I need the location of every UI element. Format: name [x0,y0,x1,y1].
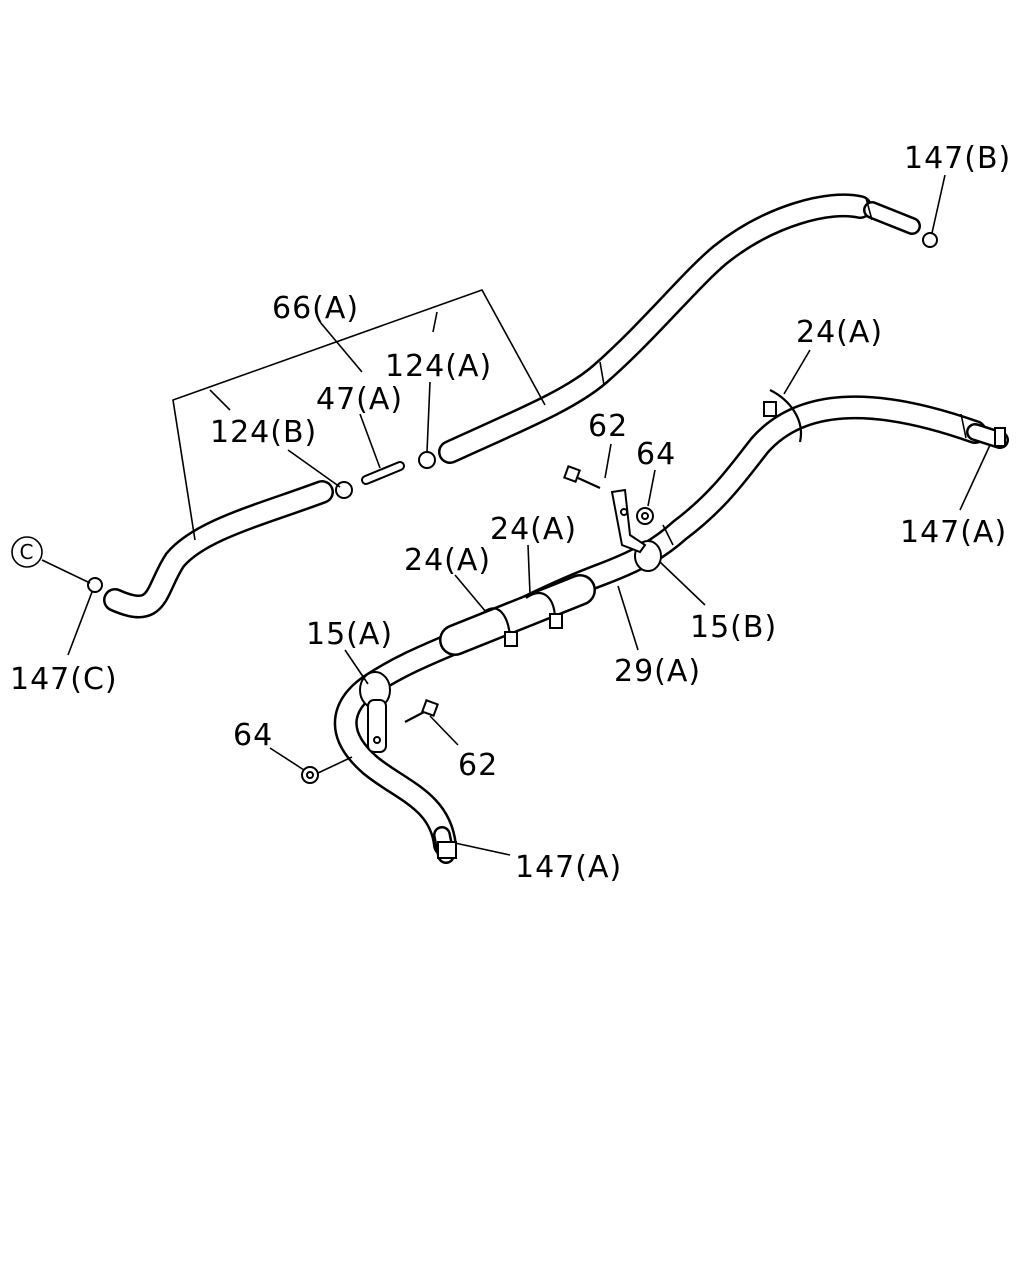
callout-147C: 147(C) [10,662,118,697]
clamp-15B [610,488,662,572]
bolt-62-top [563,465,601,490]
clip-147A-right [994,427,1006,447]
callout-64-bottom: 64 [233,718,273,753]
clip-147B [922,232,938,248]
callout-15B: 15(B) [690,610,777,645]
callout-24A-mid-left: 24(A) [404,543,491,578]
left-hose [103,480,334,619]
clamp-24A-2 [525,592,563,629]
bolt-62-bottom [404,699,439,723]
callout-62-bottom: 62 [458,748,498,783]
callout-64-top: 64 [636,437,676,472]
circle-c-label: C [20,540,35,564]
main-hose [333,395,1009,864]
clamp-24A-1 [483,607,518,647]
reference-circle-c: C [11,536,43,568]
callout-124A: 124(A) [385,349,492,384]
nut-64-bottom [301,766,319,784]
clip-124A [418,451,436,469]
clip-147C [87,577,103,593]
callout-147B: 147(B) [904,141,1011,176]
leader-lines [41,174,991,856]
callout-62-top: 62 [588,409,628,444]
clip-124B [335,481,353,499]
callout-147A-right: 147(A) [900,515,1007,550]
callout-124B: 124(B) [210,415,317,450]
callout-15A: 15(A) [306,617,393,652]
callout-66A: 66(A) [272,291,359,326]
callout-24A-top: 24(A) [796,315,883,350]
upper-hose [438,193,921,464]
callout-47A: 47(A) [316,382,403,417]
callout-24A-mid-right: 24(A) [490,512,577,547]
clamp-24A-3 [763,389,803,443]
callout-147A-bottom: 147(A) [515,850,622,885]
nut-64-top [636,507,654,525]
connector-47A [361,461,405,485]
callout-29A: 29(A) [614,654,701,689]
clip-147A-bottom [437,841,457,859]
group-bracket-66A [172,289,546,541]
clamp-15A [359,671,391,753]
